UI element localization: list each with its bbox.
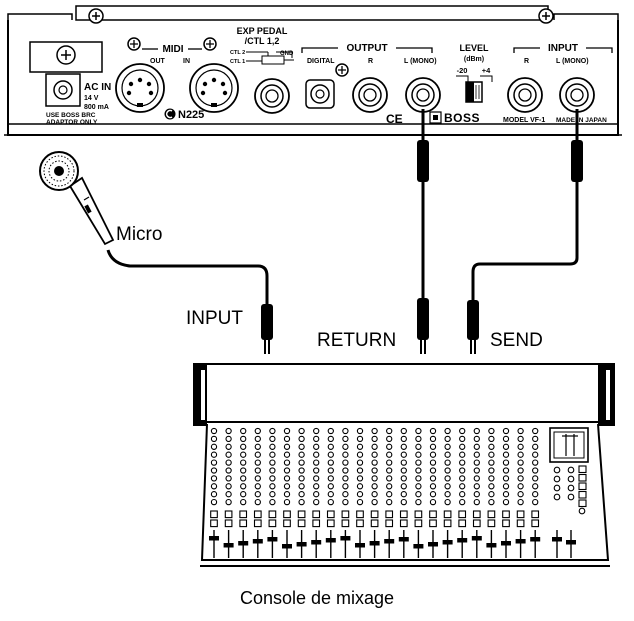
input-r-jack [507,77,543,113]
midi-section: MIDI OUT IN [115,37,239,113]
cord-hook [29,41,103,73]
digital-label: DIGITAL [307,58,335,65]
microphone-cable [106,249,273,354]
microphone-icon [39,151,115,246]
input-l-label: L (MONO) [556,58,589,65]
gnd-label: GND [280,51,294,57]
input-panel-label: INPUT [548,43,578,54]
input-r-label: R [524,58,529,65]
midi-in-connector [189,63,239,113]
channel-strips [209,427,587,558]
midi-out-label: OUT [150,58,166,65]
output-section: OUTPUT DIGITAL R L (MONO) [301,43,441,113]
rack-screw-right [538,8,554,24]
voltage-label: 14 V [84,95,99,102]
model-label: MODEL VF-1 [503,117,545,124]
send-cable [467,109,583,354]
mixing-console [193,363,615,567]
screw-icon [127,37,141,51]
midi-in-label: IN [183,58,190,65]
ctl2-label: CTL 2 [230,50,245,56]
level-label: LEVEL [459,43,489,53]
effects-unit-rear-panel: AC IN 14 V 800 mA USE BOSS BRC ADAPTOR O… [4,5,622,136]
level-section: LEVEL (dBm) -20 +4 [456,43,493,103]
made-in-label: MADE IN JAPAN [556,117,607,124]
ctl-wiring-diagram: CTL 2 CTL 1 GND [230,50,294,65]
micro-label: Micro [116,224,163,245]
output-label: OUTPUT [346,43,387,54]
boss-logo: BOSS [429,111,480,125]
digital-output-jack [305,79,335,109]
rack-screw-left [88,8,104,24]
current-label: 800 mA [84,104,109,111]
level-switch [465,81,483,103]
ac-in-label: AC IN [84,82,111,93]
dbm-label: (dBm) [464,56,484,63]
send-label: SEND [490,330,543,351]
console-caption: Console de mixage [239,588,395,608]
output-r-jack [352,77,388,113]
output-l-jack [405,77,441,113]
master-section [549,427,589,463]
ac-adaptor-jack [45,73,81,107]
output-r-label: R [368,58,373,65]
return-label: RETURN [317,330,397,351]
screw-icon [335,63,349,77]
input-label: INPUT [186,308,243,329]
ctl1-label: CTL 1 [230,59,245,65]
c-tick-icon [164,108,176,120]
cert-label: N225 [178,109,204,121]
ce-mark: CE [386,112,403,126]
midi-out-connector [115,63,165,113]
screw-icon [203,37,217,51]
output-l-label: L (MONO) [404,58,437,65]
midi-label: MIDI [162,44,183,55]
return-cable [417,109,429,354]
level-high-label: +4 [482,66,491,75]
input-section: INPUT R L (MONO) [507,43,613,113]
use-boss-label: USE BOSS BRC [46,112,96,119]
ctl-label: /CTL 1,2 [245,36,280,46]
level-low-label: -20 [457,66,468,75]
svg-text:BOSS: BOSS [444,111,480,125]
exp-pedal-jack [254,78,290,114]
input-l-jack [559,77,595,113]
exp-pedal-label: EXP PEDAL [237,26,288,36]
adaptor-only-label: ADAPTOR ONLY [46,119,98,126]
